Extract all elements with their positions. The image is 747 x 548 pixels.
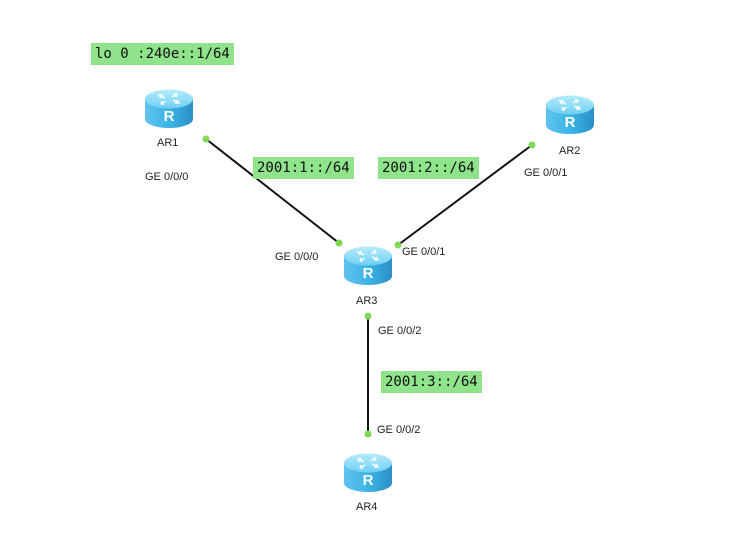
address-label-net-ar3-ar4: 2001:3::/64 xyxy=(381,371,482,393)
address-label-net-ar2-ar3: 2001:2::/64 xyxy=(378,157,479,179)
port-dot-ar4-ge002[interactable] xyxy=(364,430,372,438)
router-icon xyxy=(343,452,393,493)
device-label-ar1: AR1 xyxy=(157,137,179,149)
port-dot-ar2-ge001[interactable] xyxy=(528,141,536,149)
port-dot-ar3-ge001[interactable] xyxy=(394,241,402,249)
interface-label-ar3-ge001: GE 0/0/1 xyxy=(402,246,446,258)
device-label-ar4: AR4 xyxy=(356,501,378,513)
port-dot-ar3-ge000[interactable] xyxy=(335,239,343,247)
port-dot-ar1-ge000[interactable] xyxy=(202,135,210,143)
interface-label-ar1-ge000: GE 0/0/0 xyxy=(145,171,189,183)
link-ar2-ar3[interactable] xyxy=(397,144,533,246)
router-icon xyxy=(144,88,194,129)
address-label-ar1-loopback: lo 0 :240e::1/64 xyxy=(91,43,234,65)
router-ar3[interactable] xyxy=(342,242,394,288)
router-icon xyxy=(343,245,393,286)
router-ar4[interactable] xyxy=(342,449,394,495)
interface-label-ar3-ge002: GE 0/0/2 xyxy=(378,325,422,337)
interface-label-ar3-ge000: GE 0/0/0 xyxy=(275,251,319,263)
port-dot-ar3-ge002[interactable] xyxy=(364,312,372,320)
router-icon xyxy=(545,94,595,135)
router-ar2[interactable] xyxy=(544,91,596,137)
interface-label-ar4-ge002: GE 0/0/2 xyxy=(377,424,421,436)
link-ar1-ar3[interactable] xyxy=(205,138,340,244)
address-label-net-ar1-ar3: 2001:1::/64 xyxy=(253,157,354,179)
interface-label-ar2-ge001: GE 0/0/1 xyxy=(524,167,568,179)
device-label-ar3: AR3 xyxy=(356,295,378,307)
router-ar1[interactable] xyxy=(143,85,195,131)
device-label-ar2: AR2 xyxy=(559,145,581,157)
